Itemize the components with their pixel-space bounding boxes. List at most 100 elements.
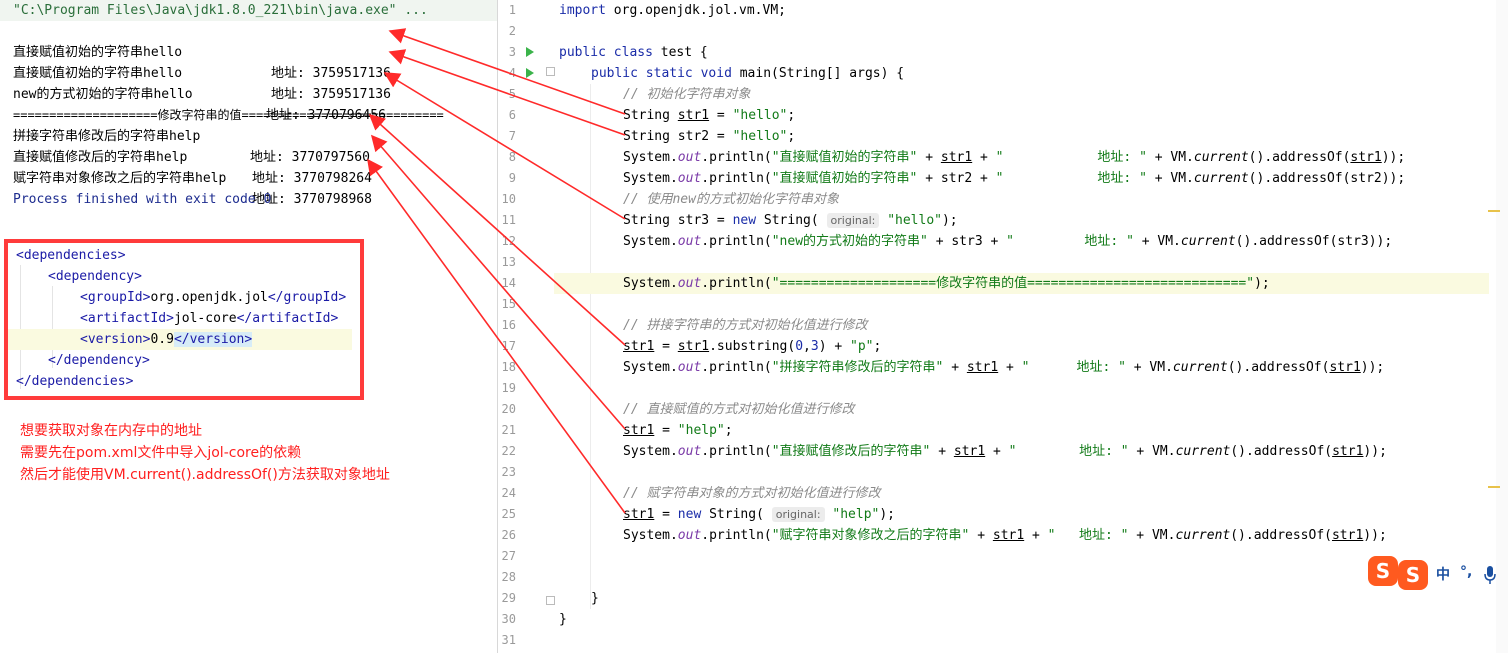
line-number: 3 xyxy=(508,45,516,59)
line-number: 6 xyxy=(508,108,516,122)
console-line-address: 地址: 3759517136 xyxy=(271,66,391,81)
console-output-line: 直接赋值初始的字符串hello 地址: 3759517136 xyxy=(13,42,391,102)
annotation-note-line: 想要获取对象在内存中的地址 xyxy=(20,423,202,439)
sogou-s-icon: S xyxy=(1368,556,1398,586)
ime-punctuation-icon[interactable]: °, xyxy=(1460,564,1473,580)
line-number: 2 xyxy=(508,24,516,38)
line-number: 12 xyxy=(501,234,516,248)
line-number: 31 xyxy=(501,633,516,647)
console-output-line: 拼接字符串修改后的字符串help 地址: 3770797560 xyxy=(13,105,370,165)
code-line-current: System.out.println("====================… xyxy=(554,273,1489,294)
line-number: 17 xyxy=(501,339,516,353)
console-line-label: ====================修改字符串的值=============… xyxy=(13,108,444,122)
xml-version: <version>0.9</version> xyxy=(8,329,352,350)
code-line: import org.openjdk.jol.vm.VM; xyxy=(559,3,786,18)
console-line-label: 赋字符串对象修改之后的字符串help xyxy=(13,171,227,186)
sogou-s-icon: S xyxy=(1398,560,1428,590)
line-number: 29 xyxy=(501,591,516,605)
code-line: public static void main(String[] args) { xyxy=(591,66,905,81)
run-main-icon[interactable] xyxy=(526,68,534,78)
console-output-line: 赋字符串对象修改之后的字符串help 地址: 3770798968 xyxy=(13,147,372,207)
code-line: str1 = new String( original: "help"); xyxy=(623,507,896,522)
ime-language-label[interactable]: 中 xyxy=(1436,567,1450,583)
line-number: 15 xyxy=(501,297,516,311)
code-line: // 赋字符串对象的方式对初始化值进行修改 xyxy=(623,486,881,501)
code-line: System.out.println("赋字符串对象修改之后的字符串" + st… xyxy=(623,528,1387,543)
code-line: String str3 = new String( original: "hel… xyxy=(623,213,958,228)
line-number: 27 xyxy=(501,549,516,563)
console-line-label: 拼接字符串修改后的字符串help xyxy=(13,129,201,144)
console-exit-message: Process finished with exit code 0 xyxy=(13,192,272,207)
xml-dependency-open: <dependency> xyxy=(48,269,142,284)
editor-scrollbar[interactable] xyxy=(1496,0,1508,653)
console-output-line: 直接赋值初始的字符串hello 地址: 3759517136 xyxy=(13,21,391,81)
code-line: System.out.println("直接赋值初始的字符串" + str2 +… xyxy=(623,171,1406,186)
code-line: str1 = "help"; xyxy=(623,423,733,438)
console-output-line: new的方式初始的字符串hello 地址: 3770796456 xyxy=(13,63,386,123)
line-number: 25 xyxy=(501,507,516,521)
code-line: System.out.println("new的方式初始的字符串" + str3… xyxy=(623,234,1393,249)
line-number: 26 xyxy=(501,528,516,542)
code-line: System.out.println("直接赋值修改后的字符串" + str1 … xyxy=(623,444,1387,459)
line-number: 24 xyxy=(501,486,516,500)
line-number: 7 xyxy=(508,129,516,143)
code-line: String str2 = "hello"; xyxy=(623,129,796,144)
line-number: 10 xyxy=(501,192,516,206)
code-editor[interactable]: import org.openjdk.jol.vm.VM; public cla… xyxy=(554,0,1508,653)
console-output-line: ====================修改字符串的值=============… xyxy=(13,84,444,122)
code-line: } xyxy=(559,612,567,627)
line-number: 14 xyxy=(501,276,516,290)
microphone-icon[interactable] xyxy=(1484,566,1496,584)
code-line: // 直接赋值的方式对初始化值进行修改 xyxy=(623,402,855,417)
code-line: str1 = str1.substring(0,3) + "p"; xyxy=(623,339,882,354)
console-command-line: "C:\Program Files\Java\jdk1.8.0_221\bin\… xyxy=(0,0,497,21)
console-line-label: new的方式初始的字符串hello xyxy=(13,87,193,102)
xml-dependency-close: </dependency> xyxy=(48,353,150,368)
code-line: System.out.println("拼接字符串修改后的字符串" + str1… xyxy=(623,360,1385,375)
console-line-address: 地址: 3770796456 xyxy=(266,108,386,123)
scroll-marker xyxy=(1488,210,1500,212)
code-line: public class test { xyxy=(559,45,708,60)
xml-artifactid: <artifactId>jol-core</artifactId> xyxy=(80,311,339,326)
line-number: 9 xyxy=(508,171,516,185)
fold-icon[interactable] xyxy=(546,596,555,605)
xml-groupid: <groupId>org.openjdk.jol</groupId> xyxy=(80,290,347,305)
console-line-address: 地址: 3770798264 xyxy=(252,171,372,186)
line-number: 8 xyxy=(508,150,516,164)
line-number: 11 xyxy=(501,213,516,227)
line-gutter: 1 2 3 4 5 6 7 8 9 10 11 12 13 14 15 16 1… xyxy=(498,0,555,653)
line-number: 19 xyxy=(501,381,516,395)
param-hint: original: xyxy=(826,213,880,228)
line-number: 4 xyxy=(508,66,516,80)
pom-dependency-snippet: <dependencies> <dependency> <groupId>org… xyxy=(4,239,364,400)
line-number: 21 xyxy=(501,423,516,437)
code-line: // 初始化字符串对象 xyxy=(623,87,751,102)
console-line-address: 地址: 3770798968 xyxy=(252,192,372,207)
code-line: // 拼接字符串的方式对初始化值进行修改 xyxy=(623,318,868,333)
annotation-note-line: 需要先在pom.xml文件中导入jol-core的依赖 xyxy=(20,445,302,461)
annotation-note-line: 然后才能使用VM.current().addressOf()方法获取对象地址 xyxy=(20,467,390,483)
run-class-icon[interactable] xyxy=(526,47,534,57)
line-number: 16 xyxy=(501,318,516,332)
console-line-label: 直接赋值初始的字符串hello xyxy=(13,45,183,60)
line-number: 23 xyxy=(501,465,516,479)
line-number: 28 xyxy=(501,570,516,584)
line-number: 18 xyxy=(501,360,516,374)
line-number: 13 xyxy=(501,255,516,269)
console-line-address: 地址: 3770797560 xyxy=(250,150,370,165)
param-hint: original: xyxy=(771,507,825,522)
line-number: 5 xyxy=(508,87,516,101)
ime-toolbar[interactable]: S S 中 °, xyxy=(1368,556,1508,592)
line-number: 22 xyxy=(501,444,516,458)
scroll-marker xyxy=(1488,486,1500,488)
code-line: // 使用new的方式初始化字符串对象 xyxy=(623,192,839,207)
xml-dependencies-close: </dependencies> xyxy=(16,374,134,389)
code-line: String str1 = "hello"; xyxy=(623,108,796,123)
console-line-label: 直接赋值初始的字符串hello xyxy=(13,66,183,81)
xml-dependencies-open: <dependencies> xyxy=(16,248,126,263)
console-line-address: 地址: 3759517136 xyxy=(271,87,391,102)
console-line-label: 直接赋值修改后的字符串help xyxy=(13,150,188,165)
line-number: 1 xyxy=(508,3,516,17)
code-line: } xyxy=(591,591,599,606)
line-number: 30 xyxy=(501,612,516,626)
